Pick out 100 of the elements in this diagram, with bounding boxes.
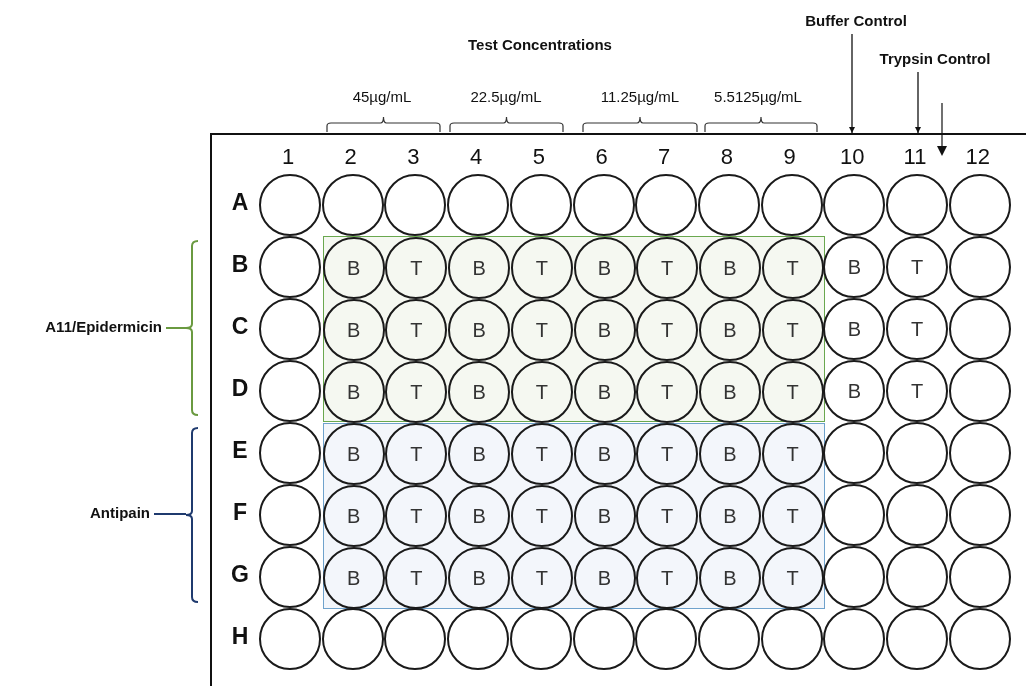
- well-label: T: [535, 318, 548, 342]
- column-number: 12: [965, 144, 990, 170]
- well: [823, 174, 886, 236]
- well: [259, 484, 321, 546]
- row-letter: D: [231, 375, 249, 402]
- well-label: T: [786, 318, 799, 342]
- well-label: B: [347, 380, 361, 404]
- well-label: T: [410, 318, 423, 342]
- well: [823, 422, 886, 484]
- well: [823, 546, 886, 608]
- well-label: B: [472, 442, 486, 466]
- well: [322, 237, 385, 299]
- well-label: B: [597, 504, 612, 528]
- well: [697, 608, 760, 670]
- well-label: B: [723, 504, 737, 528]
- well: [948, 546, 1011, 608]
- well: [698, 299, 761, 361]
- well: [384, 608, 447, 670]
- well: [509, 174, 572, 236]
- well: [760, 174, 823, 236]
- well: [572, 608, 635, 670]
- well: [448, 237, 511, 299]
- well: [823, 236, 886, 298]
- column-number: 6: [595, 144, 608, 170]
- well: [948, 360, 1011, 422]
- well: [948, 174, 1011, 236]
- well: [886, 546, 948, 608]
- column-number: 11: [903, 144, 927, 170]
- well: [447, 608, 510, 670]
- well-label: B: [472, 566, 486, 590]
- well: [823, 360, 886, 422]
- sample-region: [323, 236, 825, 422]
- well: [259, 174, 321, 236]
- well-label: T: [661, 566, 674, 590]
- well-label: T: [910, 379, 924, 403]
- well: [259, 360, 321, 422]
- plate-outline: [210, 133, 1026, 686]
- well: [259, 298, 321, 360]
- well: [823, 298, 886, 360]
- well-label: T: [535, 256, 548, 280]
- well: [572, 174, 635, 236]
- column-number: 4: [469, 144, 483, 170]
- well-label: T: [410, 504, 423, 528]
- well: [886, 236, 948, 298]
- well-label: B: [847, 255, 861, 279]
- well: [321, 608, 384, 670]
- well-label: B: [597, 256, 612, 280]
- arrow: [848, 33, 856, 134]
- well: [259, 608, 321, 670]
- well: [385, 237, 448, 299]
- leader-line: [153, 513, 187, 515]
- heading: Test Concentrations: [468, 36, 612, 53]
- well: [886, 608, 948, 670]
- row-letter: G: [231, 561, 249, 588]
- well: [761, 299, 824, 361]
- well-label: B: [723, 380, 737, 404]
- well: [385, 547, 448, 609]
- well: [886, 422, 948, 484]
- well-label: B: [597, 442, 612, 466]
- well-label: T: [910, 255, 924, 279]
- well-label: B: [597, 566, 612, 590]
- column-number: 5: [532, 144, 545, 170]
- well-label: T: [910, 317, 924, 341]
- well: [948, 484, 1011, 546]
- group-label: Trypsin Control: [879, 50, 991, 67]
- well-label: T: [661, 380, 674, 404]
- well-label: B: [472, 256, 486, 280]
- well: [948, 608, 1011, 670]
- well: [698, 485, 761, 547]
- well: [448, 547, 511, 609]
- well: [761, 485, 824, 547]
- well: [385, 299, 448, 361]
- well-label: B: [723, 566, 737, 590]
- well-label: T: [535, 380, 548, 404]
- well: [636, 485, 699, 547]
- well: [509, 608, 572, 670]
- well: [322, 485, 385, 547]
- well: [448, 485, 511, 547]
- well-label: T: [786, 442, 799, 466]
- well-label: B: [723, 442, 737, 466]
- well-label: T: [661, 318, 674, 342]
- well: [322, 547, 385, 609]
- well: [636, 547, 699, 609]
- well-label: T: [535, 504, 548, 528]
- well: [259, 422, 321, 484]
- well: [948, 236, 1011, 298]
- well: [886, 298, 948, 360]
- arrow: [914, 71, 922, 134]
- well: [322, 299, 385, 361]
- well: [259, 236, 321, 298]
- well-label: B: [472, 318, 486, 342]
- well: [448, 423, 511, 485]
- well: [760, 608, 823, 670]
- well: [823, 484, 886, 546]
- well-label: B: [347, 318, 361, 342]
- well: [573, 485, 636, 547]
- well: [510, 485, 573, 547]
- well: [510, 237, 573, 299]
- well-label: B: [472, 380, 486, 404]
- group-label: A11/Epidermicin: [45, 318, 162, 335]
